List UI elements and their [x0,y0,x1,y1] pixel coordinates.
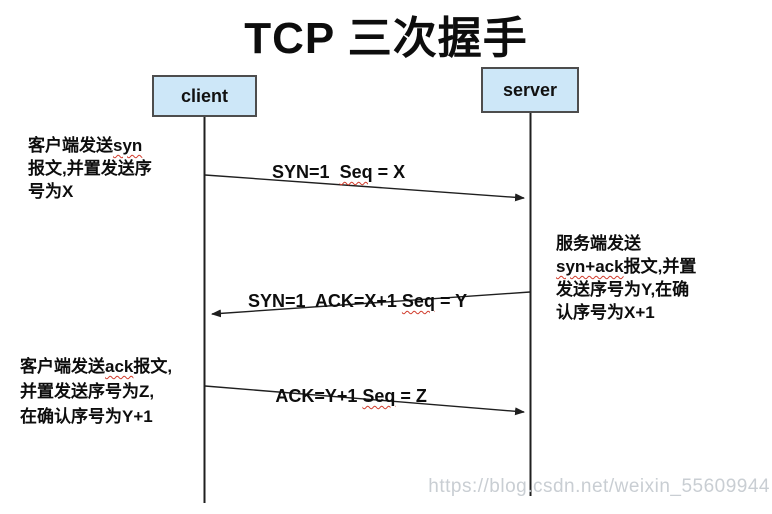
actor-server-box: server [481,67,579,113]
note-line: 认序号为X+1 [556,303,655,322]
note-text-segment: 报文,并置 [623,257,697,276]
message-text-segment: = X [372,162,406,182]
message-label-syn: SYN=1 Seq = X [252,141,405,204]
note-line: 发送序号为Y,在确 [556,280,690,299]
watermark-url: https://blog.csdn.net/weixin_55609944 [428,476,770,497]
message-text-segment-marked: Seq [339,162,373,182]
note-text-segment-marked: syn+ack [556,257,624,276]
message-text-segment: = Y [434,291,468,311]
note-client-ack: 客户端发送ack报文, 并置发送序号为Z, 在确认序号为Y+1 [20,354,172,429]
message-label-synack: SYN=1 ACK=X+1 Seq = Y [228,270,467,333]
note-line: syn+ack报文,并置 [556,255,696,278]
note-line: 服务端发送 [556,234,641,253]
note-text-segment-marked: syn [113,136,143,155]
actor-client-label: client [180,85,228,106]
note-client-syn: 客户端发送syn 报文,并置发送序 号为X [28,134,152,203]
message-text-segment: = Z [395,386,427,406]
message-arrow-synack [211,291,531,318]
note-line: 在确认序号为Y+1 [20,407,153,426]
actor-server-label: server [502,79,558,100]
note-line: 并置发送序号为Z, [20,382,155,401]
message-arrow-ack [204,385,525,416]
note-line: 客户端发送ack报文, [20,354,172,379]
note-text-segment: 客户端发送 [20,357,105,376]
message-text-segment-marked: Seq [362,386,396,406]
note-text-segment-marked: ack [105,357,134,376]
page-title: TCP 三次握手 [244,14,528,63]
message-text-segment-marked: Seq [401,291,435,311]
note-line: 号为X [28,182,74,201]
note-server-synack: 服务端发送 syn+ack报文,并置 发送序号为Y,在确 认序号为X+1 [556,232,696,324]
note-text-segment: 报文, [133,357,173,376]
message-text-segment: SYN=1 ACK=X+1 [248,291,402,311]
message-arrow-syn [204,174,525,202]
message-text-segment: ACK=Y+1 [275,386,363,406]
note-line: 客户端发送syn [28,134,152,157]
message-label-ack: ACK=Y+1 Seq = Z [256,365,427,428]
note-line: 报文,并置发送序 [28,159,152,178]
note-text-segment: 客户端发送 [28,136,113,155]
actor-client-box: client [152,75,257,117]
message-text-segment: SYN=1 [272,162,340,182]
